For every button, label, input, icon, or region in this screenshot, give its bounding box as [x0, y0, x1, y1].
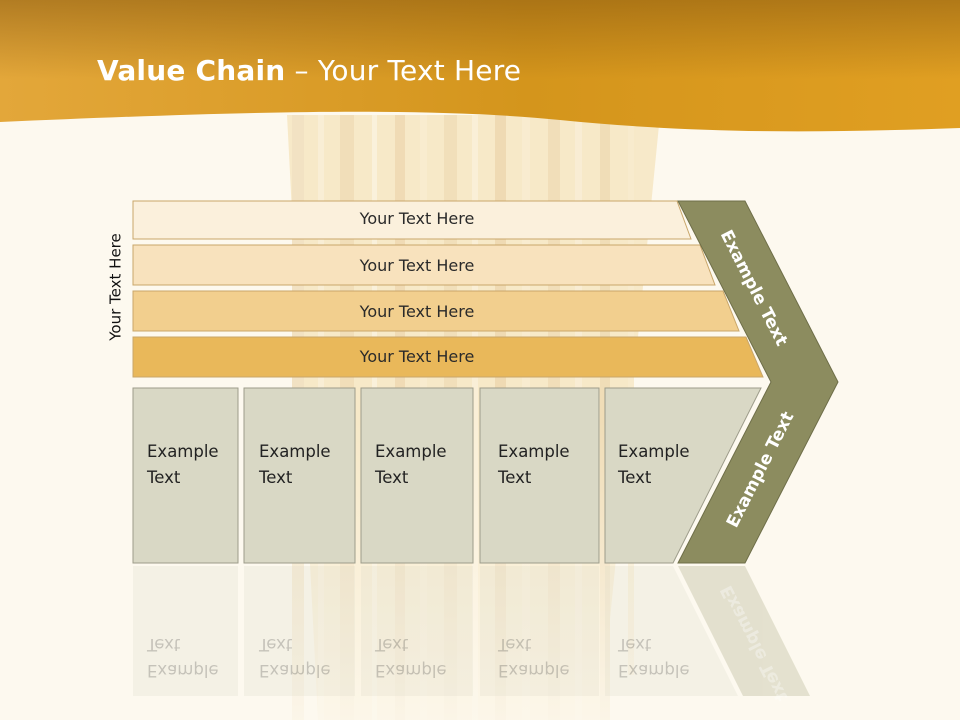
box-4-line-1: Example — [498, 442, 570, 461]
box-5-line-2: Text — [618, 468, 652, 487]
title-bold-part: Value Chain — [97, 54, 286, 87]
support-bar-1 — [132, 200, 692, 240]
margin-chevron — [677, 200, 839, 564]
primary-box-5 — [604, 387, 762, 564]
box-4-line-2: Text — [498, 468, 532, 487]
box-1-line-2: Text — [147, 468, 181, 487]
support-bar-3 — [132, 290, 740, 332]
box-1-line-1: Example — [147, 442, 219, 461]
primary-box-4 — [479, 387, 600, 564]
diagram-reflection — [133, 566, 810, 696]
support-bar-2-label: Your Text Here — [359, 256, 475, 275]
box-5-line-1: Example — [618, 442, 690, 461]
slide-title: Value Chain – Your Text Here — [97, 54, 521, 87]
box-2-line-1: Example — [259, 442, 331, 461]
support-bar-4 — [132, 336, 764, 378]
support-bar-4-label: Your Text Here — [359, 347, 475, 366]
primary-box-3 — [360, 387, 474, 564]
title-rest-part: – Your Text Here — [285, 54, 522, 87]
box-3-line-2: Text — [375, 468, 409, 487]
support-bar-3-label: Your Text Here — [359, 302, 475, 321]
box-2-line-2: Text — [259, 468, 293, 487]
support-bar-2 — [132, 244, 716, 286]
box-3-line-1: Example — [375, 442, 447, 461]
primary-box-2 — [243, 387, 356, 564]
support-bar-1-label: Your Text Here — [359, 209, 475, 228]
primary-box-1 — [132, 387, 239, 564]
